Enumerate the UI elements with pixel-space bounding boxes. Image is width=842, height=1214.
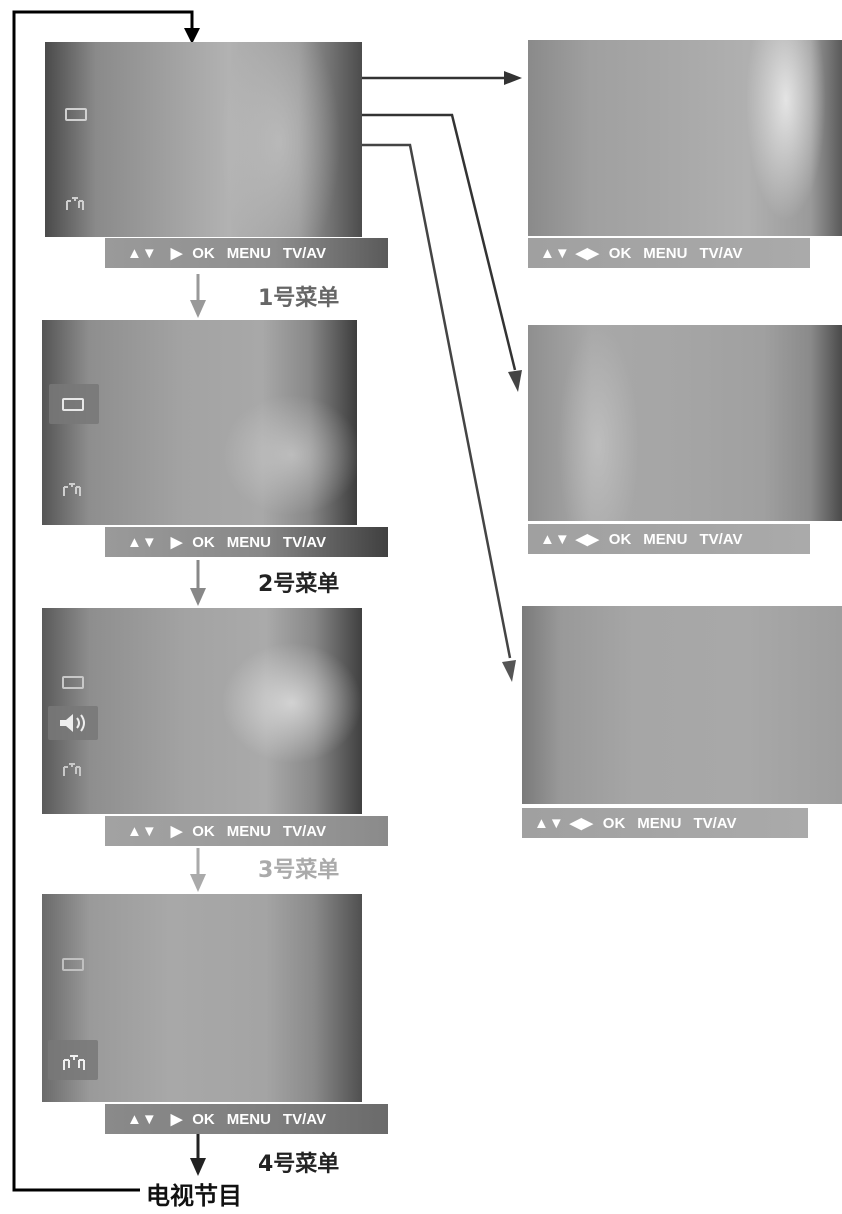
menu-2-label: 2号菜单 xyxy=(258,572,340,597)
down-arrow-4 xyxy=(190,1158,206,1176)
keybar-3: ▲▼ ▶ OK MENU TV/AV xyxy=(105,816,388,846)
submenu-screen-3 xyxy=(522,606,842,804)
menu-key: MENU xyxy=(637,814,682,832)
tvav-key: TV/AV xyxy=(282,822,326,840)
down-arrow-1 xyxy=(190,300,206,318)
menu-key: MENU xyxy=(226,533,271,551)
submenu-keybar-2: ▲▼ ◀▶ OK MENU TV/AV xyxy=(528,524,810,554)
right-key: ▶ xyxy=(170,823,183,840)
right-key: ▶ xyxy=(170,1111,183,1128)
ok-key: OK xyxy=(192,822,215,840)
up-down-keys: ▲▼ xyxy=(127,822,157,840)
submenu-keybar-3: ▲▼ ◀▶ OK MENU TV/AV xyxy=(522,808,808,838)
submenu-screen-2 xyxy=(528,325,842,521)
down-arrow-2 xyxy=(190,588,206,606)
right-key: ▶ xyxy=(170,245,183,262)
menu-3-label: 3号菜单 xyxy=(258,858,340,883)
tvav-key: TV/AV xyxy=(282,533,326,551)
picture-icon[interactable] xyxy=(62,958,84,971)
up-down-keys: ▲▼ xyxy=(534,814,564,832)
return-loop-line xyxy=(12,10,194,1192)
tvav-key: TV/AV xyxy=(699,244,743,262)
ok-key: OK xyxy=(192,1110,215,1128)
up-down-keys: ▲▼ xyxy=(540,530,570,548)
timer-icon[interactable] xyxy=(62,482,82,496)
ok-key: OK xyxy=(602,814,626,832)
right-arrow-1 xyxy=(504,71,522,85)
ok-key: OK xyxy=(608,530,632,548)
menu-key: MENU xyxy=(643,244,688,262)
right-arrow-3 xyxy=(502,660,516,682)
submenu-screen-1 xyxy=(528,40,842,236)
menu-4-label: 4号菜单 xyxy=(258,1152,340,1177)
picture-icon[interactable] xyxy=(65,108,87,121)
menu-key: MENU xyxy=(226,1110,271,1128)
tvav-key: TV/AV xyxy=(693,814,737,832)
tvav-key: TV/AV xyxy=(282,244,326,262)
right-arrow-2 xyxy=(508,370,522,392)
sound-icon[interactable] xyxy=(57,712,91,734)
tv-program-label: 电视节目 xyxy=(146,1182,242,1210)
selection-highlight xyxy=(49,384,99,424)
menu-key: MENU xyxy=(226,822,271,840)
picture-icon[interactable] xyxy=(62,398,84,411)
left-right-keys: ◀▶ xyxy=(575,531,599,548)
right-key: ▶ xyxy=(170,534,183,551)
left-right-keys: ◀▶ xyxy=(575,245,599,262)
menu-screen-2 xyxy=(42,320,357,525)
keybar-4: ▲▼ ▶ OK MENU TV/AV xyxy=(105,1104,388,1134)
menu-screen-4 xyxy=(42,894,362,1102)
keybar-1: ▲▼ ▶ OK MENU TV/AV xyxy=(105,238,388,268)
tvav-key: TV/AV xyxy=(699,530,743,548)
ok-key: OK xyxy=(192,244,215,262)
timer-icon[interactable] xyxy=(62,762,82,776)
loop-arrowhead xyxy=(184,28,200,44)
menu-1-label: 1号菜单 xyxy=(258,286,340,311)
menu-key: MENU xyxy=(643,530,688,548)
menu-screen-1 xyxy=(45,42,362,237)
up-down-keys: ▲▼ xyxy=(127,244,157,262)
ok-key: OK xyxy=(192,533,215,551)
ok-key: OK xyxy=(608,244,632,262)
timer-icon[interactable] xyxy=(65,196,85,210)
up-down-keys: ▲▼ xyxy=(540,244,570,262)
left-right-keys: ◀▶ xyxy=(569,815,593,832)
menu-key: MENU xyxy=(226,244,271,262)
timer-icon[interactable] xyxy=(62,1054,86,1070)
menu-screen-3 xyxy=(42,608,362,814)
submenu-keybar-1: ▲▼ ◀▶ OK MENU TV/AV xyxy=(528,238,810,268)
down-arrow-3 xyxy=(190,874,206,892)
up-down-keys: ▲▼ xyxy=(127,533,157,551)
picture-icon[interactable] xyxy=(62,676,84,689)
keybar-2: ▲▼ ▶ OK MENU TV/AV xyxy=(105,527,388,557)
tvav-key: TV/AV xyxy=(282,1110,326,1128)
up-down-keys: ▲▼ xyxy=(127,1110,157,1128)
